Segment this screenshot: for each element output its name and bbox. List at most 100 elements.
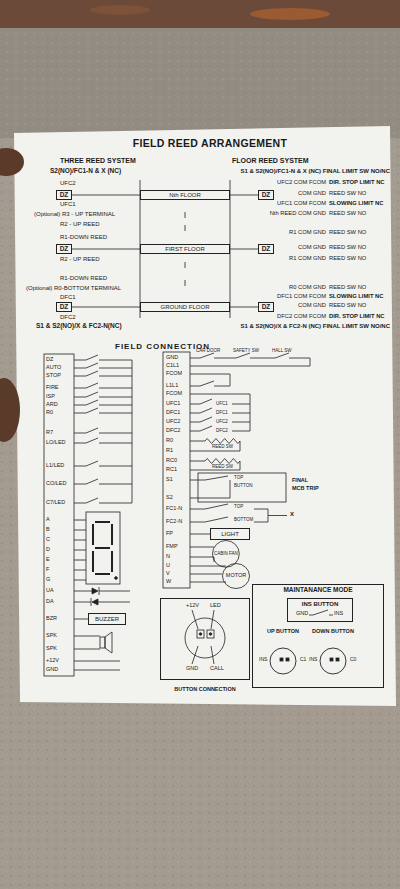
node-box: MAINTANANCE MODEINS BUTTONUP BUTTONDOWN … — [252, 584, 384, 688]
label: DIR. STOP LIMIT NC — [329, 180, 385, 186]
label: L1L1 — [166, 383, 178, 389]
label: UFC2 COM FCOM — [277, 180, 326, 186]
node-box: DZ — [258, 244, 274, 254]
label: R2 - UP REED — [60, 221, 100, 227]
label: A — [46, 517, 50, 523]
wire — [190, 422, 200, 423]
label: C1 — [300, 657, 306, 662]
label: SAFETY SW — [233, 349, 259, 354]
label: SLOWING LIMIT NC — [329, 294, 383, 300]
label: BUTTON — [234, 484, 252, 489]
button-panel-border — [160, 598, 250, 680]
wire — [190, 480, 205, 481]
label: U — [166, 563, 170, 569]
diode-symbols — [92, 599, 98, 605]
label: B — [46, 527, 50, 533]
wire — [99, 591, 130, 592]
node-text: CABIN FAN — [214, 552, 238, 557]
label: S1 — [166, 477, 173, 483]
title: FIELD REED ARRANGEMENT — [133, 138, 287, 149]
wire — [190, 413, 200, 414]
connector — [230, 249, 258, 250]
wire — [99, 503, 132, 504]
wire — [74, 484, 86, 485]
wire — [99, 466, 132, 467]
label: C7/LED — [46, 500, 65, 506]
wire — [310, 358, 311, 366]
label: REED SW NO — [329, 303, 366, 309]
label: REED SW — [212, 445, 233, 450]
label: CAR DOOR — [196, 349, 220, 354]
label: REED SW — [212, 465, 233, 470]
wire — [74, 602, 91, 603]
wire — [99, 484, 132, 485]
wire — [74, 466, 86, 467]
node-text: DOWN BUTTON — [311, 629, 355, 635]
wire — [190, 358, 200, 359]
seven-segment-display — [95, 547, 110, 549]
wire — [214, 358, 236, 359]
wire — [200, 353, 214, 358]
node-text: UP BUTTON — [263, 629, 303, 635]
wire — [74, 550, 86, 551]
label: CALL — [210, 666, 224, 672]
label: C1L1 — [166, 363, 179, 369]
wire — [230, 480, 231, 498]
label: L1/LED — [46, 463, 64, 469]
label: REED SW NO — [329, 230, 366, 236]
label: R2 - UP REED — [60, 256, 100, 262]
wire — [86, 392, 98, 397]
label: THREE REED SYSTEM — [60, 157, 136, 164]
label: UFC1 — [166, 401, 180, 407]
button-connection-drawing — [192, 610, 198, 629]
wire — [86, 438, 98, 443]
label: S2 — [166, 495, 173, 501]
seven-segment-display — [92, 551, 94, 572]
label: REED SW NO — [329, 191, 366, 197]
wire — [190, 498, 230, 499]
label: DFC2 — [60, 314, 76, 320]
wire — [190, 441, 205, 442]
shaft-lines — [140, 180, 230, 318]
wire — [74, 368, 86, 369]
label: FINAL — [292, 478, 308, 484]
label: N — [166, 554, 170, 560]
reed-coil — [205, 439, 240, 444]
wire — [190, 574, 222, 575]
wire — [86, 363, 98, 368]
terminal-blocks — [163, 352, 190, 588]
node-box: INS BUTTON — [287, 598, 353, 622]
label: FIRE — [46, 385, 59, 391]
finger — [0, 148, 24, 176]
label: DFC1 — [216, 411, 228, 416]
label: INS — [334, 611, 343, 617]
wire — [74, 560, 86, 561]
label: R1-DOWN REED — [60, 234, 107, 240]
label: UFC2 — [216, 420, 228, 425]
speaker-symbol — [105, 632, 112, 653]
label: R1 COM GND — [289, 256, 326, 262]
label: R1 — [166, 448, 173, 454]
paper-sheet — [14, 126, 396, 706]
node-box: MOTOR — [222, 563, 250, 589]
node-text: DZ — [262, 304, 271, 311]
button-connection-drawing — [199, 633, 202, 636]
finger — [0, 148, 24, 442]
label: (Optional) R0-BOTTOM TERMINAL — [26, 285, 121, 291]
label: COM GND — [298, 191, 326, 197]
node-text: BUTTON CONNECTION — [174, 687, 235, 693]
label: FMP — [166, 544, 178, 550]
wire — [74, 376, 86, 377]
wire — [232, 404, 250, 405]
speaker-symbol — [100, 637, 105, 648]
label: DZ — [46, 357, 53, 363]
wire — [190, 374, 230, 375]
wire — [205, 476, 228, 480]
button-connection-drawing — [211, 610, 214, 629]
label: S1 & S2(NO)/FC1-N & X (NC) FINAL LIMIT S… — [240, 168, 390, 174]
label: UFC1 COM FCOM — [277, 201, 326, 207]
wire — [236, 353, 250, 358]
label: DFC2 — [166, 428, 180, 434]
